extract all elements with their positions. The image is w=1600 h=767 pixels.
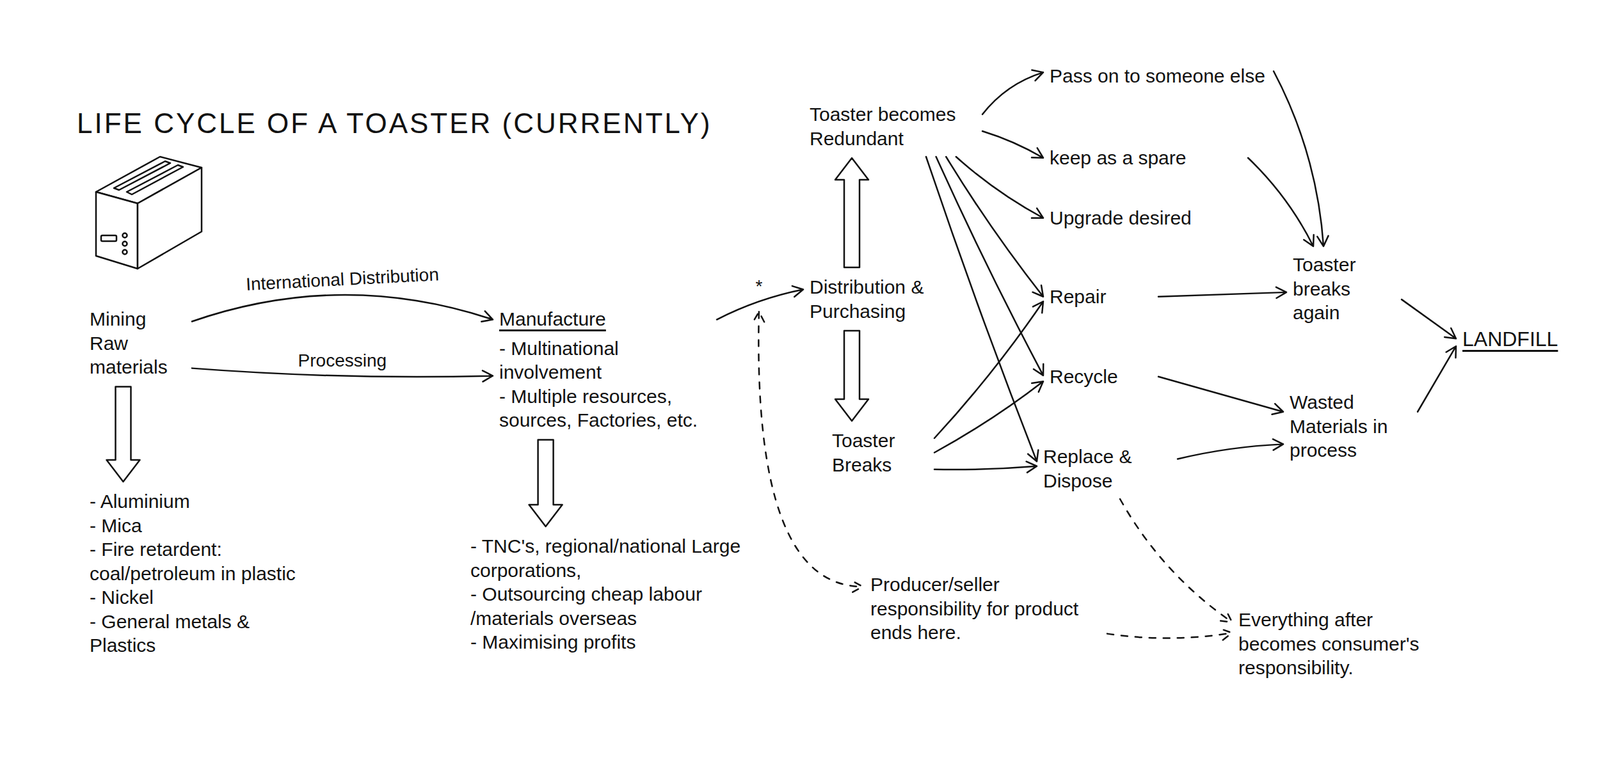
text-node: keep as a spare xyxy=(1049,145,1242,171)
text-node: - TNC's, regional/national Large corpora… xyxy=(470,534,746,655)
flow-arrow xyxy=(945,156,1044,297)
node-text: - TNC's, regional/national Large corpora… xyxy=(470,534,746,583)
bullet-text: - Multinational involvement xyxy=(499,336,711,385)
node-text: Toaster becomes Redundant xyxy=(809,102,976,151)
node-text: LANDFILL xyxy=(1462,326,1578,352)
flow-arrow xyxy=(1158,287,1287,299)
text-node: Pass on to someone else xyxy=(1049,64,1268,89)
text-node: Manufacture - Multinational involvement- … xyxy=(499,307,711,433)
text-node: Toaster Breaks xyxy=(832,428,928,477)
node-text: Wasted Materials in process xyxy=(1289,390,1412,463)
block-arrow xyxy=(835,158,869,268)
flow-arrow xyxy=(956,156,1044,219)
flow-arrow xyxy=(1401,299,1456,339)
flow-arrow xyxy=(926,156,1039,462)
node-text: Producer/seller responsibility for produ… xyxy=(870,572,1101,646)
block-arrow xyxy=(835,330,869,422)
flow-arrow xyxy=(982,131,1044,159)
block-arrow xyxy=(106,387,141,483)
node-text: Repair xyxy=(1049,284,1152,310)
text-node: Mining Raw materials xyxy=(89,307,186,380)
text-node: Upgrade desired xyxy=(1049,206,1242,231)
node-text: Replace & Dispose xyxy=(1043,444,1172,493)
flow-arrow xyxy=(1273,71,1329,247)
flow-arrow xyxy=(1107,629,1232,640)
text-node: Everything after becomes consumer's resp… xyxy=(1238,608,1444,681)
text-node: Distribution & Purchasing xyxy=(809,275,951,324)
node-text: Manufacture xyxy=(499,307,711,332)
flow-arrow xyxy=(1158,376,1284,415)
edge-label: Processing xyxy=(295,351,390,372)
flow-arrow xyxy=(934,301,1044,439)
flow-arrow xyxy=(1417,346,1456,413)
node-text: Everything after becomes consumer's resp… xyxy=(1238,608,1444,681)
flow-arrow xyxy=(934,381,1044,453)
text-node: Toaster becomes Redundant xyxy=(809,102,976,151)
flow-arrow xyxy=(982,70,1044,115)
block-arrow xyxy=(529,440,563,528)
node-text: - Aluminium xyxy=(89,489,301,514)
bullet-text: - Outsourcing cheap labour /materials ov… xyxy=(470,582,746,631)
flow-arrow xyxy=(936,156,1044,376)
flow-arrow xyxy=(1177,439,1284,459)
text-node: Toaster breaks again xyxy=(1292,252,1396,326)
edge-label: * xyxy=(752,277,765,297)
flow-arrow xyxy=(1120,499,1232,623)
text-node: Producer/seller responsibility for produ… xyxy=(870,572,1101,646)
bullet-text: - Fire retardent: coal/petroleum in plas… xyxy=(89,537,301,586)
bullet-text: - Maximising profits xyxy=(470,630,746,655)
text-node: LANDFILL xyxy=(1462,326,1578,358)
bullet-text: - General metals & Plastics xyxy=(89,609,301,658)
node-text: Toaster Breaks xyxy=(832,428,928,477)
diagram-title: LIFE CYCLE OF A TOASTER (CURRENTLY) xyxy=(76,107,713,140)
bullet-text: - Multiple resources, sources, Factories… xyxy=(499,384,711,433)
text-node: Repair xyxy=(1049,284,1152,310)
text-node: Wasted Materials in process xyxy=(1289,390,1412,463)
bullet-text: - Nickel xyxy=(89,585,301,610)
node-text: Recycle xyxy=(1049,364,1152,390)
node-text: keep as a spare xyxy=(1049,145,1242,171)
node-text: Mining Raw materials xyxy=(89,307,186,380)
node-text: Toaster breaks again xyxy=(1292,252,1396,326)
flow-arrow xyxy=(1248,158,1314,247)
text-node: Recycle xyxy=(1049,364,1152,390)
edge-label: International Distribution xyxy=(242,264,442,296)
flow-arrow xyxy=(934,461,1037,473)
bullet-text: - Mica xyxy=(89,513,301,539)
text-node: - Aluminium- Mica- Fire retardent: coal/… xyxy=(89,489,301,658)
leader-line xyxy=(753,311,863,592)
node-text: Pass on to someone else xyxy=(1049,64,1268,89)
node-text: Upgrade desired xyxy=(1049,206,1242,231)
text-node: Replace & Dispose xyxy=(1043,444,1172,493)
flow-arrow xyxy=(192,295,493,322)
node-text: Distribution & Purchasing xyxy=(809,275,951,324)
